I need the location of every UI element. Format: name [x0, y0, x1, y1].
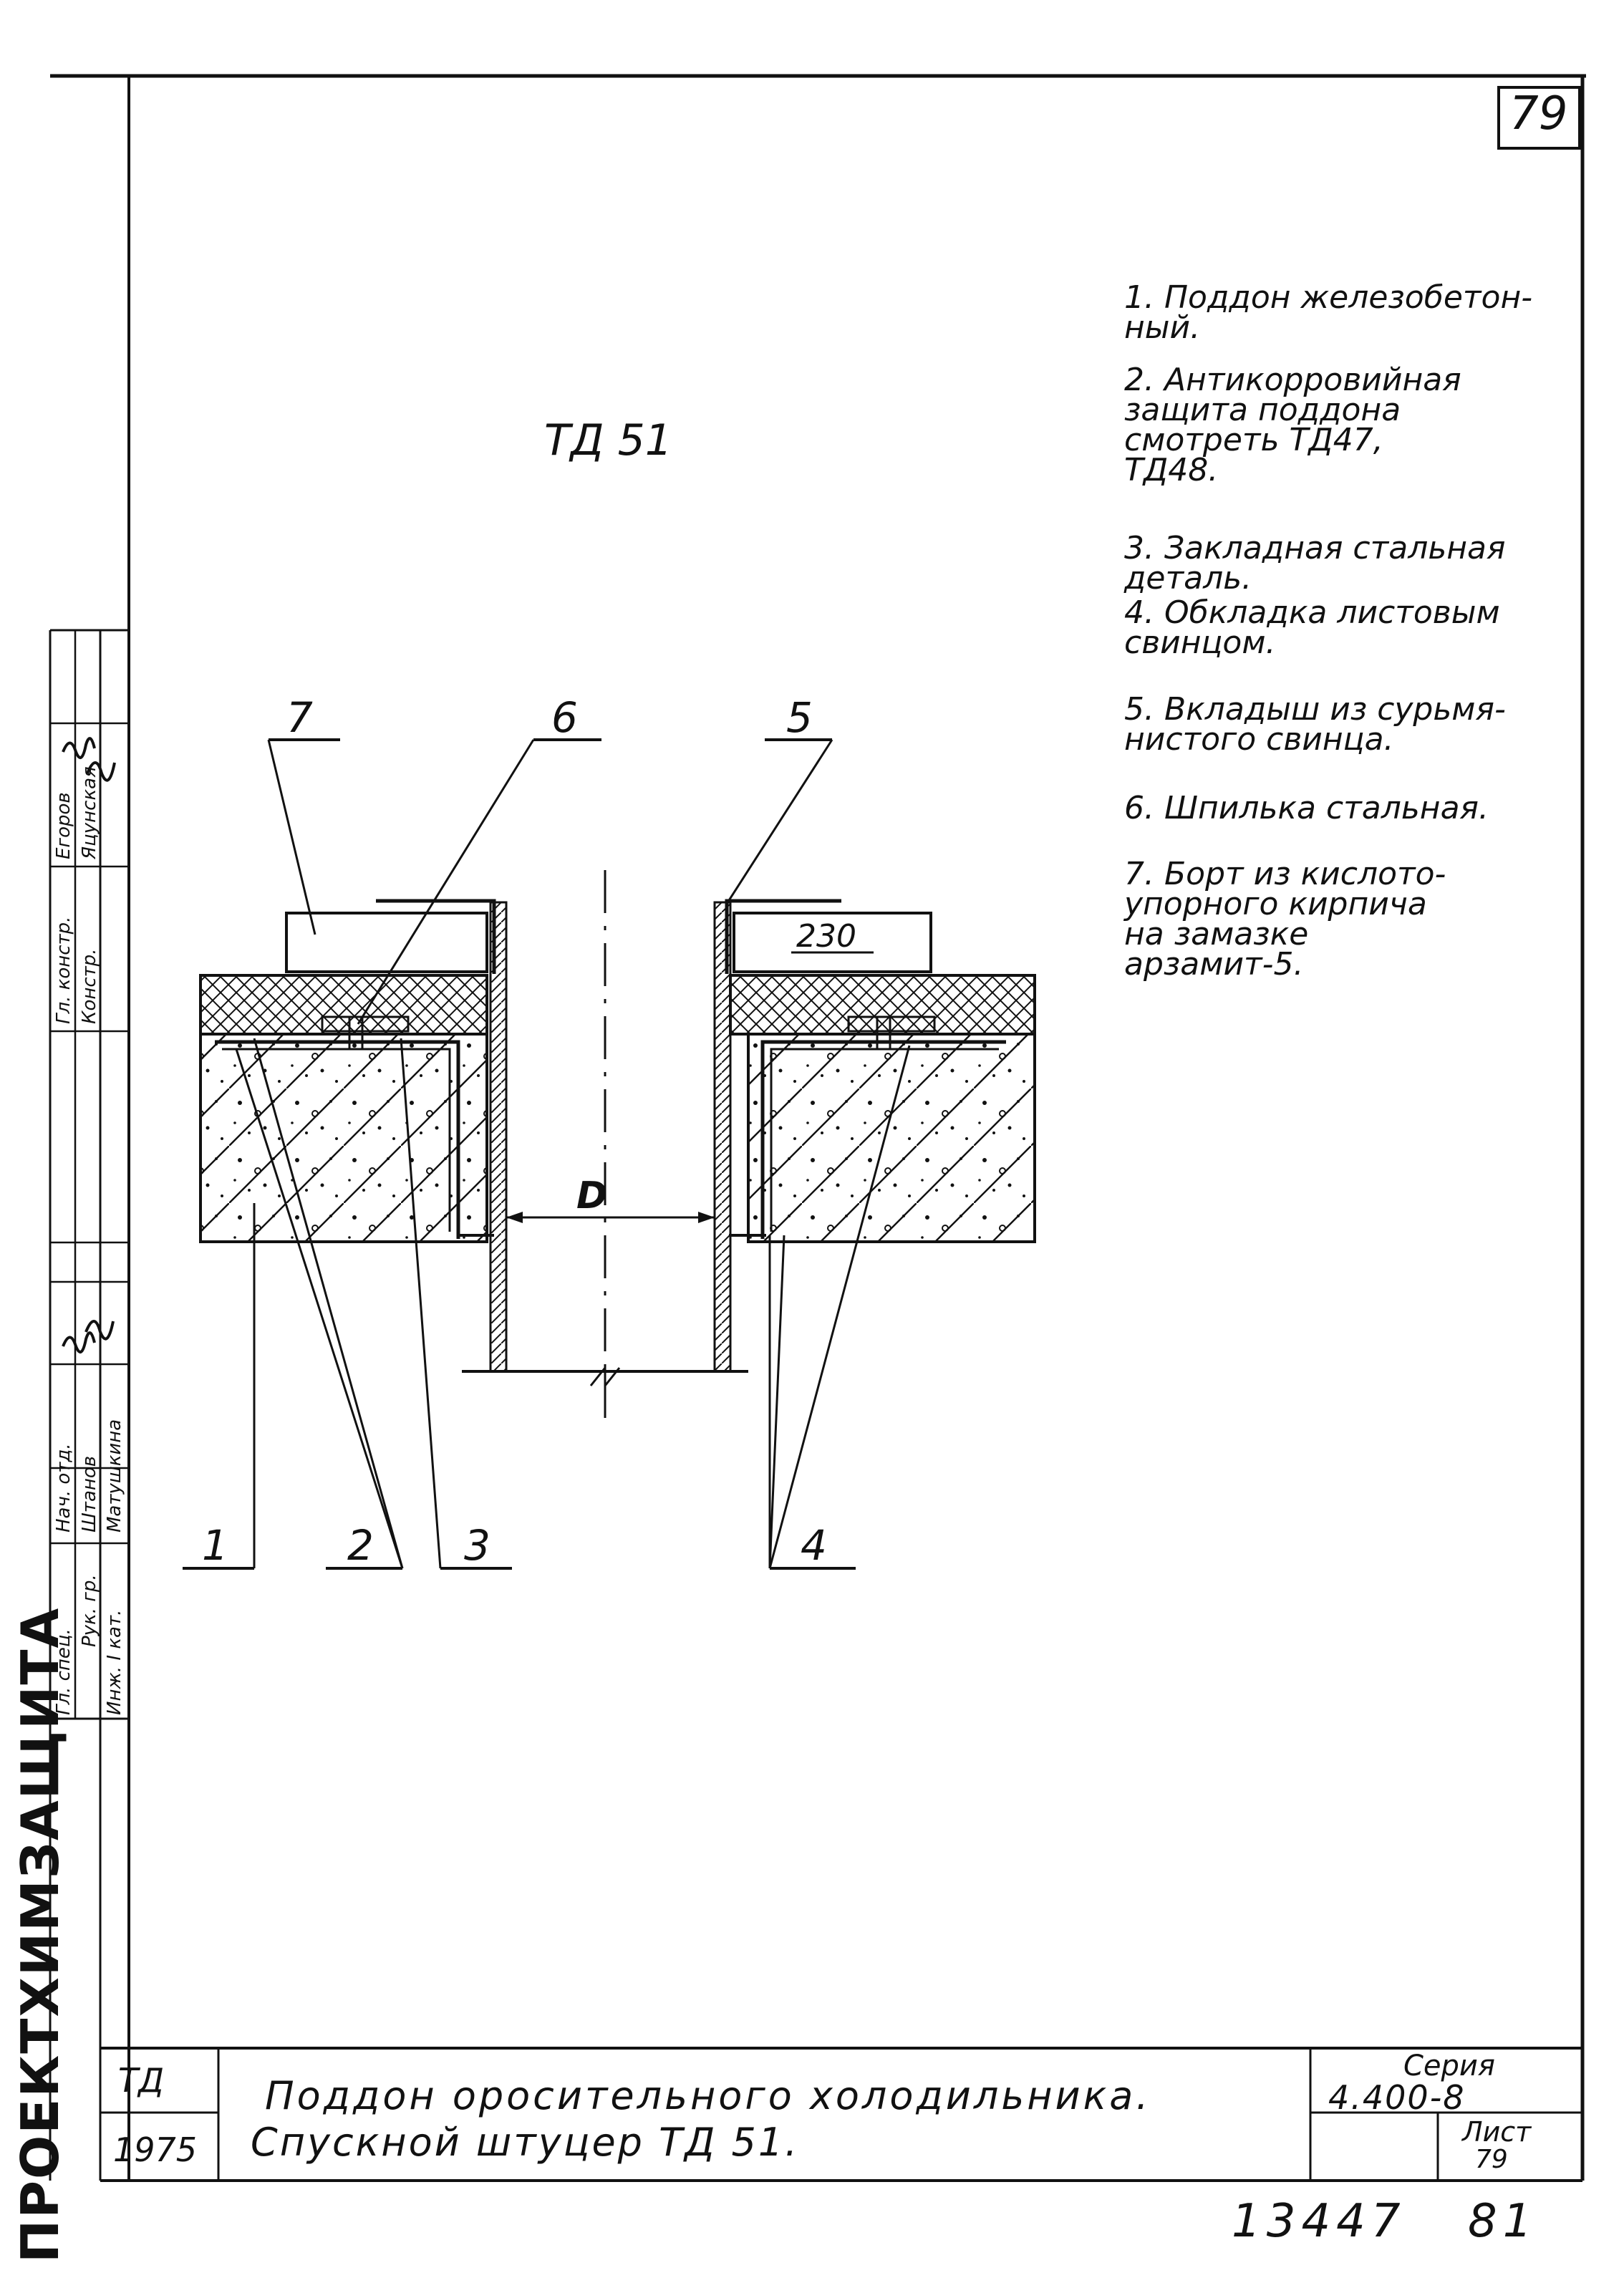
note-4: 4. Обкладка листовым свинцом. [1124, 594, 1500, 661]
callout-1: 1 [202, 1521, 228, 1570]
note-2: 2. Антикорровийная защита поддона смотре… [1124, 362, 1461, 488]
note-7: 7. Борт из кислото- упорного кирпича на … [1124, 856, 1446, 983]
stamp-role: Гл. констр. [53, 916, 74, 1024]
title-block-title-line1: Поддон оросительного холодильника. [265, 2073, 1151, 2118]
callout-4: 4 [801, 1521, 827, 1570]
callout-7: 7 [286, 693, 313, 742]
stamp-name: Матушкина [104, 1419, 125, 1533]
stamp-name: Егоров [53, 792, 74, 859]
dimension-d: D [576, 1174, 608, 1217]
stamp-name: Яцунская [79, 766, 100, 859]
dimension-230: 230 [796, 918, 856, 955]
stamp-name: Штанов [79, 1455, 100, 1533]
page-number: 81 [1468, 2195, 1538, 2248]
title-block-title-line2: Спускной штуцер ТД 51. [251, 2120, 800, 2165]
sheet-label: Лист [1462, 2116, 1532, 2148]
callout-5: 5 [786, 693, 813, 742]
note-1: 1. Поддон железобетон- ный. [1124, 279, 1533, 346]
note-3: 3. Закладная стальная деталь. [1124, 530, 1506, 597]
callout-6: 6 [551, 693, 578, 742]
stamp-role: Инж. I кат. [104, 1609, 125, 1715]
note-6: 6. Шпилька стальная. [1124, 790, 1489, 826]
series-value: 4.400-8 [1328, 2078, 1466, 2117]
sheet-value: 79 [1475, 2145, 1508, 2174]
note-5: 5. Вкладыш из сурьмя- нистого свинца. [1124, 691, 1506, 758]
stamp-role: Гл. спец. [53, 1628, 74, 1715]
title-block-year: 1975 [113, 2130, 198, 2169]
sheet-number: 79 [1509, 87, 1568, 140]
callout-3: 3 [464, 1521, 490, 1570]
callout-2: 2 [347, 1521, 374, 1570]
stamp-role: Нач. отд. [53, 1443, 74, 1533]
stamp-role: Рук. гр. [79, 1574, 100, 1647]
stamp-role: Констр. [79, 948, 100, 1024]
drawing-title: ТД 51 [544, 415, 672, 465]
series-label: Серия [1403, 2050, 1495, 2082]
title-block-code: ТД [118, 2061, 165, 2100]
inventory-number: 13447 [1232, 2195, 1406, 2248]
